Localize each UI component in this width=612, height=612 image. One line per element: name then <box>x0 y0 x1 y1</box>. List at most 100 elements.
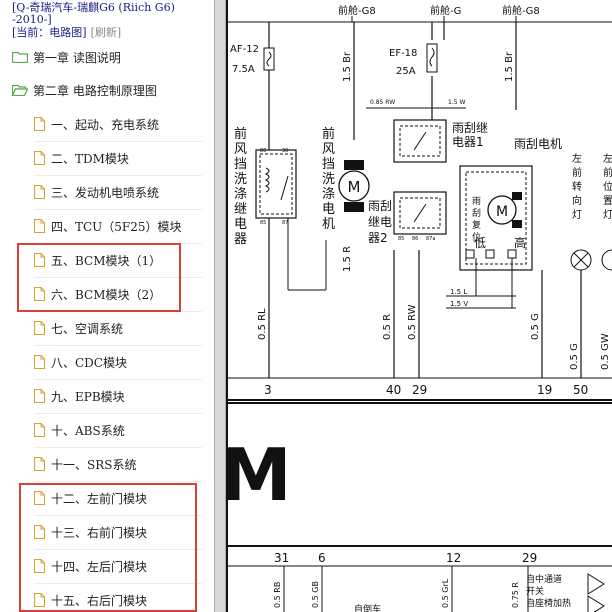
document-icon <box>34 355 45 369</box>
diagram-label-char: 前 <box>322 126 335 142</box>
diagram-label-char: 位 <box>472 231 481 243</box>
wiper-motor-symbol <box>487 195 517 225</box>
tree-item[interactable]: 十四、左后门模块 <box>34 549 202 584</box>
tree-item-label: 三、发动机电喷系统 <box>51 185 160 200</box>
diagram-label-char: 左 <box>572 152 582 165</box>
wiper-relay-1-symbol <box>393 119 447 163</box>
wire-label: 1.5 R <box>342 246 353 272</box>
document-icon <box>34 491 45 505</box>
document-icon <box>34 423 45 437</box>
panel-splitter[interactable] <box>214 0 226 612</box>
document-icon <box>34 219 45 233</box>
wire-label: 0.75 R <box>511 582 520 608</box>
wire-label: 0.5 GrL <box>441 578 450 608</box>
current-view-label: [当前：电路图] <box>12 26 87 39</box>
wiper-high-label: 高 <box>514 235 526 250</box>
tree-item[interactable]: 四、TCU（5F25）模块 <box>34 209 202 244</box>
wire-label: 0.5 RW <box>407 304 418 340</box>
document-icon <box>34 185 45 199</box>
tree-item-label: 十四、左后门模块 <box>51 559 148 574</box>
module-letter: M <box>226 433 292 517</box>
bus-label: 前舱-G8 <box>502 4 540 17</box>
document-icon <box>34 321 45 335</box>
tree-item[interactable]: 三、发动机电喷系统 <box>34 175 202 210</box>
document-icon <box>34 457 45 471</box>
current-location-bar: [当前：电路图][刷新] <box>12 26 121 39</box>
diagram-label-char: 置 <box>603 195 612 207</box>
wire-label: 0.5 GW <box>600 333 611 370</box>
wire-label: 0.5 G <box>530 313 541 340</box>
diagram-label-char: 前 <box>603 166 612 179</box>
diagram-label-char: 机 <box>322 217 335 232</box>
tree-item[interactable]: 七、空调系统 <box>34 311 202 346</box>
tree-item[interactable]: 十一、SRS系统 <box>34 447 202 482</box>
diagram-label-char: 灯 <box>572 209 582 221</box>
svg-text:86: 86 <box>260 148 266 154</box>
fuse-label: AF-12 <box>230 44 259 55</box>
tree-item[interactable]: 八、CDC模块 <box>34 345 202 380</box>
wire-label: 0.5 RL <box>257 308 268 340</box>
diagram-label-char: 挡 <box>322 157 335 172</box>
pin-number: 40 <box>386 383 401 397</box>
diagram-label-char: 前 <box>234 126 247 142</box>
tree-item-label: 二、TDM模块 <box>51 151 129 166</box>
diagram-label-char: 洗 <box>322 172 335 187</box>
wiper-relay-2-label: 雨刮继电器2 <box>368 199 392 245</box>
diagram-label-char: 转 <box>572 180 582 193</box>
fuse-rating: 25A <box>396 66 416 77</box>
diagram-label-char: 前 <box>572 166 582 179</box>
fuse-rating: 7.5A <box>232 64 255 75</box>
tree-item-label: 十一、SRS系统 <box>51 457 137 472</box>
diagram-label-char: 器 <box>234 232 247 247</box>
tree-item[interactable]: 二、TDM模块 <box>34 141 202 176</box>
wiring-diagram: 前舱-G8 前舱-G 前舱-G8 AF-12 7.5A EF-18 25 <box>226 0 612 612</box>
document-icon <box>34 117 45 131</box>
pin-number: 19 <box>537 383 552 397</box>
wire-label: 1.5 Br <box>504 51 515 82</box>
tree-chapter-1[interactable]: 第一章 读图说明 <box>12 40 121 74</box>
tree-item-label: 十三、右前门模块 <box>51 525 148 540</box>
svg-text:85: 85 <box>260 220 266 226</box>
svg-text:85: 85 <box>398 236 404 242</box>
refresh-link[interactable]: [刷新] <box>90 26 122 39</box>
document-icon <box>34 559 45 573</box>
fuse-symbol <box>426 43 438 73</box>
connector-label: 自座椅加热 <box>526 597 571 609</box>
diagram-label-char: 刮 <box>472 207 481 219</box>
tree-item-label: 四、TCU（5F25）模块 <box>51 219 182 234</box>
diagram-label-char: 洗 <box>234 172 247 187</box>
wire-label: 0.5 G <box>569 343 580 370</box>
tree-item-label: 五、BCM模块（1） <box>51 253 162 268</box>
diagram-label-char: 电 <box>234 217 247 232</box>
wire-label: 1.5 V <box>450 300 468 308</box>
tree-item[interactable]: 十三、右前门模块 <box>34 515 202 550</box>
tree-item[interactable]: 十、ABS系统 <box>34 413 202 448</box>
tree-item[interactable]: 九、EPB模块 <box>34 379 202 414</box>
svg-text:86: 86 <box>412 236 418 242</box>
diagram-label-char: 电 <box>322 202 335 217</box>
tree-item[interactable]: 一、起动、充电系统 <box>34 107 202 142</box>
pin-number: 29 <box>522 551 537 565</box>
fuse-element <box>266 51 272 67</box>
tree-item[interactable]: 五、BCM模块（1） <box>34 243 202 278</box>
wire-label: 1.5 L <box>450 288 467 296</box>
tree-chapter-2[interactable]: 第二章 电路控制原理图 <box>12 73 157 107</box>
diagram-label-char: 雨 <box>472 196 481 207</box>
motor-letter: M <box>348 178 361 196</box>
highlight-box-doors <box>19 483 197 612</box>
document-title: [Q-奇瑞汽车-瑞麒G6 (Riich G6) -2010-] <box>12 1 175 26</box>
tree-item[interactable]: 十五、右后门模块 <box>34 583 202 612</box>
diagram-label-char: 左 <box>603 152 612 165</box>
bus-label: 前舱-G8 <box>338 4 376 17</box>
fuse-element <box>429 47 435 67</box>
diagram-label-char: 涤 <box>322 187 335 202</box>
diagram-label-char: 挡 <box>234 157 247 172</box>
document-icon <box>34 525 45 539</box>
wiper-motor-label: 雨刮电机 <box>514 137 562 151</box>
tree-item-label: 八、CDC模块 <box>51 355 127 370</box>
wire-label: 0.85 RW <box>370 99 395 106</box>
tree-item[interactable]: 十二、左前门模块 <box>34 481 202 516</box>
document-icon <box>34 151 45 165</box>
